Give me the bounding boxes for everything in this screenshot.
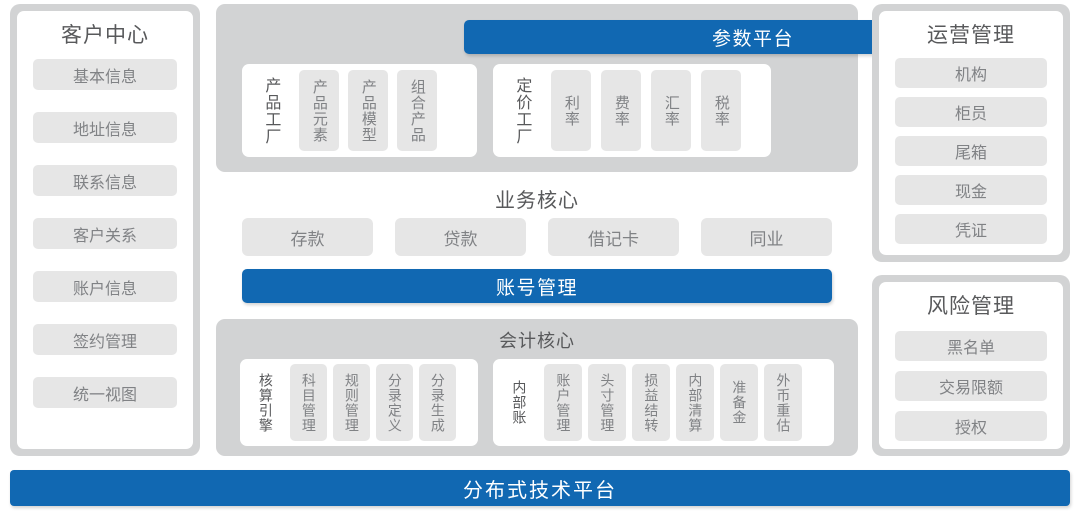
business-core-item-deposit[interactable]: 存款 [242,218,373,256]
product-factory-item-product-model[interactable]: 产品模型 [348,70,388,151]
customer-center-card-inner: 客户中心 基本信息 地址信息 联系信息 客户关系 账户信息 签约管理 统一视图 [17,11,193,449]
risk-management-item-transaction-limit[interactable]: 交易限额 [895,371,1047,401]
risk-management-card-inner: 风险管理 黑名单 交易限额 授权 [879,282,1063,449]
internal-account-item-profit-loss-carryover[interactable]: 损益结转 [632,364,670,441]
customer-center-title: 客户中心 [61,24,149,47]
center-column: 参数平台 产品工厂 产品元素 产品模型 组合产品 定价工厂 利率 费率 汇率 税… [216,4,1042,456]
internal-account-item-position-mgmt[interactable]: 头寸管理 [588,364,626,441]
accounting-engine-item-subject-mgmt[interactable]: 科目管理 [290,364,327,441]
product-factory-item-composite-product[interactable]: 组合产品 [397,70,437,151]
internal-account-label: 内部账 [511,380,528,425]
risk-management-card: 风险管理 黑名单 交易限额 授权 [872,275,1070,456]
customer-center-item-contact-info[interactable]: 联系信息 [33,165,177,196]
risk-management-item-blacklist[interactable]: 黑名单 [895,331,1047,361]
operation-management-card: 运营管理 机构 柜员 尾箱 现金 凭证 [872,4,1070,262]
accounting-core-title: 会计核心 [499,331,575,351]
business-core-item-loan[interactable]: 贷款 [395,218,526,256]
product-factory-item-product-element[interactable]: 产品元素 [299,70,339,151]
operation-management-item-voucher[interactable]: 凭证 [895,214,1047,244]
customer-center-card: 客户中心 基本信息 地址信息 联系信息 客户关系 账户信息 签约管理 统一视图 [10,4,200,456]
operation-management-card-inner: 运营管理 机构 柜员 尾箱 现金 凭证 [879,11,1063,255]
pricing-factory-group: 定价工厂 利率 费率 汇率 税率 [493,64,771,157]
distributed-tech-platform-bar[interactable]: 分布式技术平台 [10,470,1070,506]
operation-management-item-cash[interactable]: 现金 [895,175,1047,205]
internal-account-item-fx-revaluation[interactable]: 外币重估 [764,364,802,441]
business-core-title: 业务核心 [495,190,579,212]
product-factory-group: 产品工厂 产品元素 产品模型 组合产品 [242,64,477,157]
operation-management-item-cash-box[interactable]: 尾箱 [895,136,1047,166]
internal-account-group: 内部账 账户管理 头寸管理 损益结转 内部清算 准备金 外币重估 [493,359,834,446]
business-core-item-interbank[interactable]: 同业 [701,218,832,256]
operation-management-item-teller[interactable]: 柜员 [895,97,1047,127]
operation-management-item-institution[interactable]: 机构 [895,58,1047,88]
customer-center-item-contract-mgmt[interactable]: 签约管理 [33,324,177,355]
pricing-factory-item-fee-rate[interactable]: 费率 [601,70,641,151]
customer-center-item-account-info[interactable]: 账户信息 [33,271,177,302]
pricing-factory-label: 定价工厂 [513,76,531,145]
customer-center-item-basic-info[interactable]: 基本信息 [33,59,177,90]
risk-management-item-authorization[interactable]: 授权 [895,411,1047,441]
accounting-engine-item-entry-generation[interactable]: 分录生成 [419,364,456,441]
accounting-engine-label: 核算引擎 [257,372,274,433]
internal-account-item-reserve[interactable]: 准备金 [720,364,758,441]
accounting-engine-item-rule-mgmt[interactable]: 规则管理 [333,364,370,441]
pricing-factory-item-exchange-rate[interactable]: 汇率 [651,70,691,151]
pricing-factory-item-interest-rate[interactable]: 利率 [551,70,591,151]
internal-account-item-account-mgmt[interactable]: 账户管理 [544,364,582,441]
business-core-row: 存款 贷款 借记卡 同业 [242,218,832,256]
customer-center-item-customer-relation[interactable]: 客户关系 [33,218,177,249]
customer-center-item-unified-view[interactable]: 统一视图 [33,377,177,408]
accounting-engine-item-entry-definition[interactable]: 分录定义 [376,364,413,441]
internal-account-item-internal-settlement[interactable]: 内部清算 [676,364,714,441]
product-factory-label: 产品工厂 [262,76,280,145]
business-core-item-debit-card[interactable]: 借记卡 [548,218,679,256]
accounting-engine-group: 核算引擎 科目管理 规则管理 分录定义 分录生成 [240,359,478,446]
customer-center-item-address-info[interactable]: 地址信息 [33,112,177,143]
risk-management-title: 风险管理 [927,295,1015,318]
operation-management-title: 运营管理 [927,24,1015,47]
account-management-bar[interactable]: 账号管理 [242,269,832,303]
pricing-factory-item-tax-rate[interactable]: 税率 [701,70,741,151]
